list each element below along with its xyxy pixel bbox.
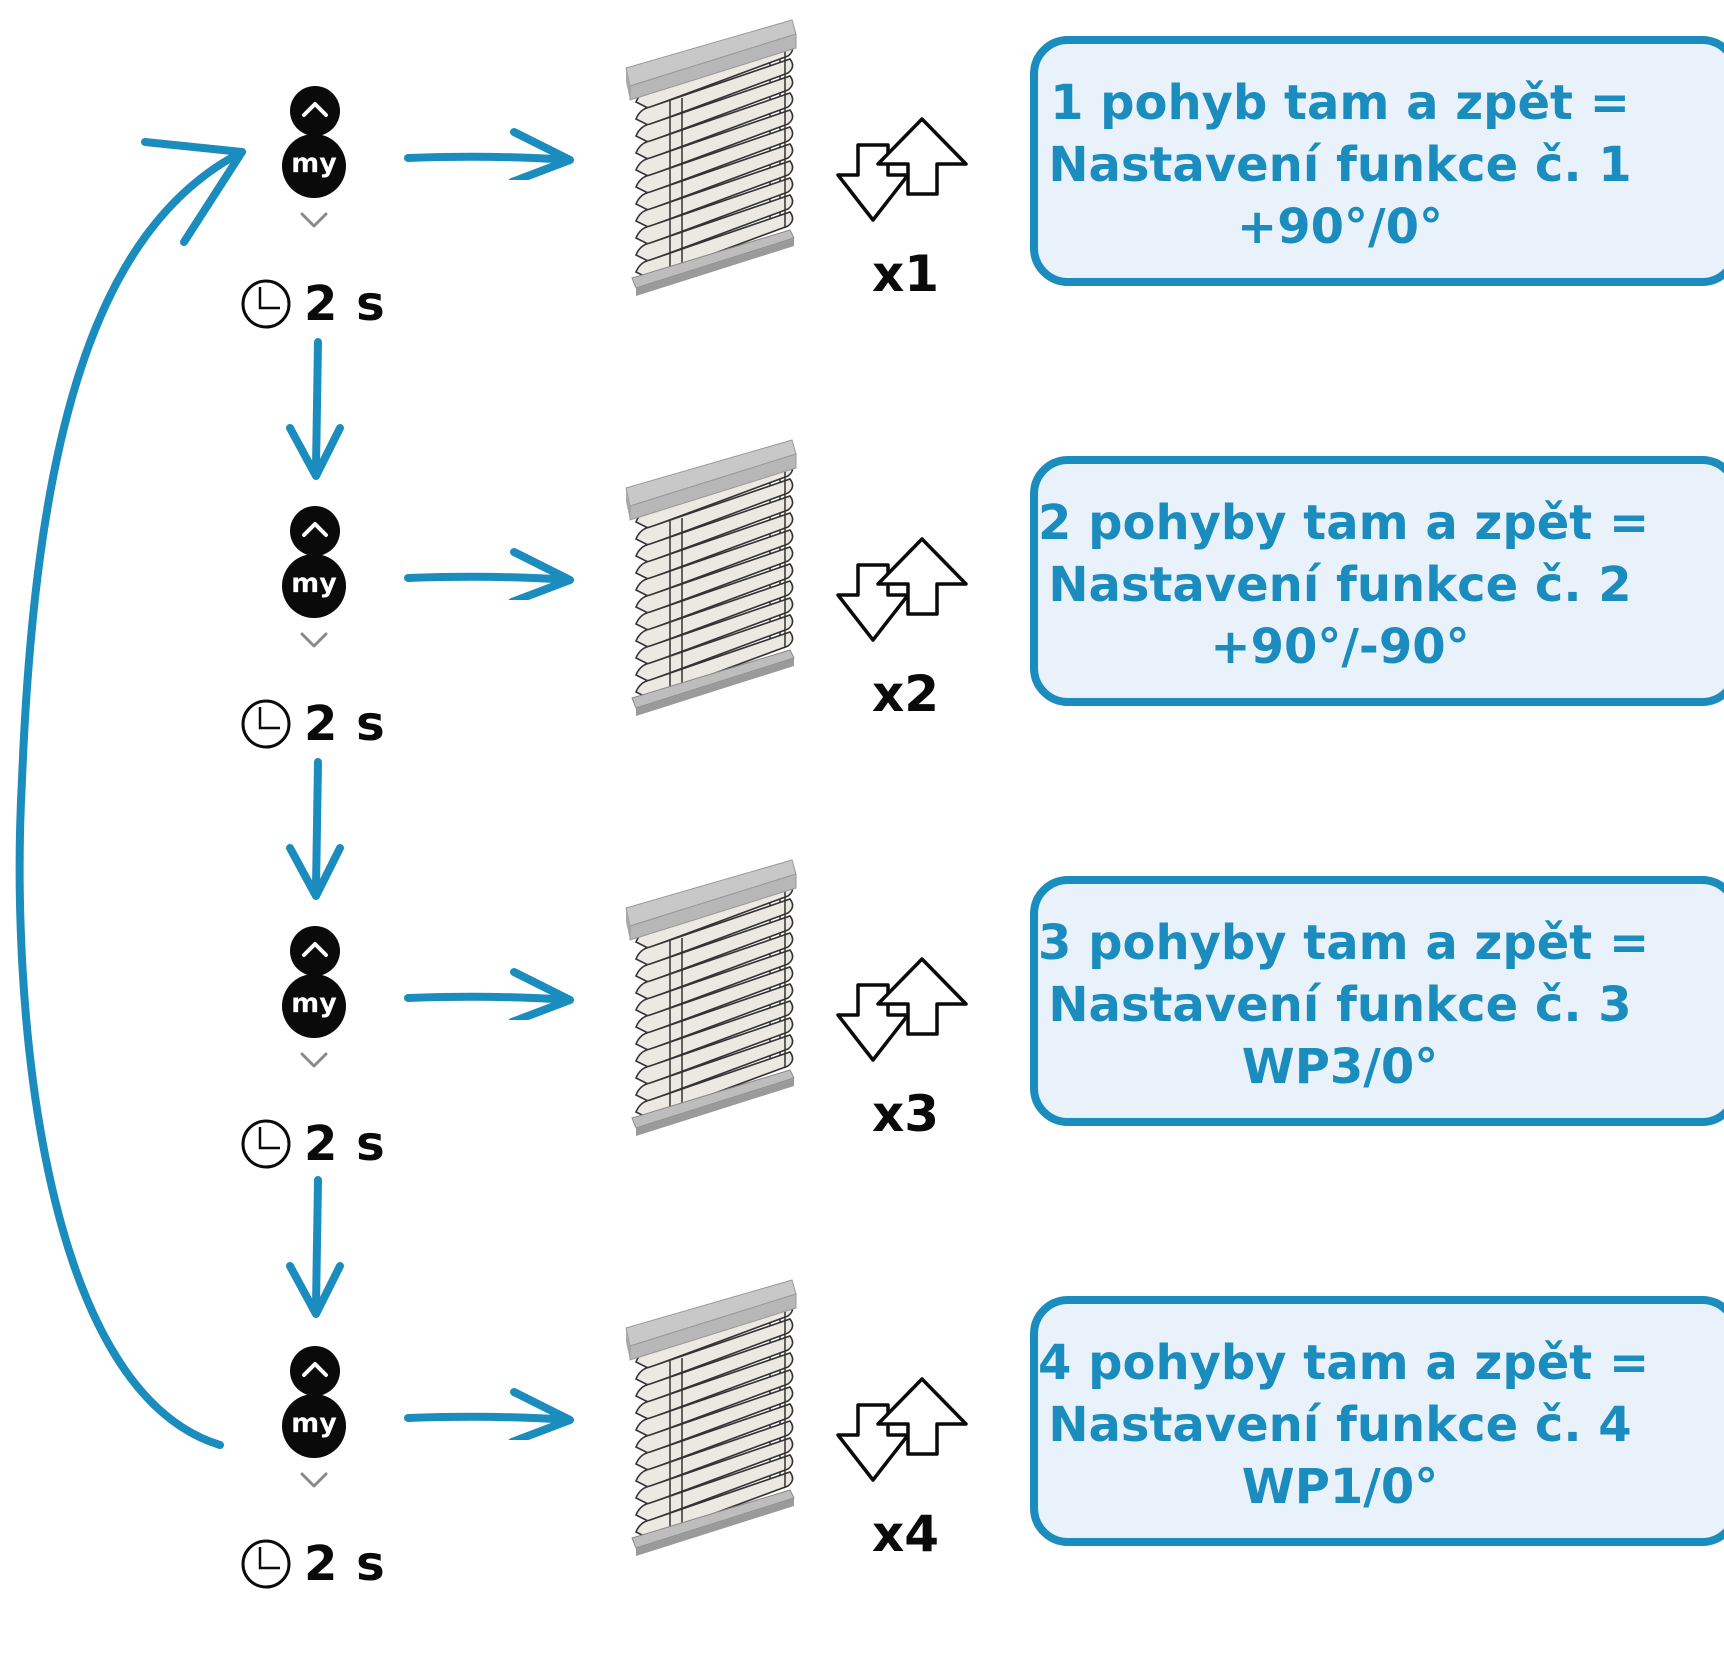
clock-icon	[241, 279, 291, 329]
step-1: my 2 s x1 1 pohyb tam a zpět =	[0, 0, 1724, 420]
step-4: my 2 s x4 4 pohyby tam a zpět =	[0, 1260, 1724, 1680]
clock-icon	[241, 699, 291, 749]
step-3: my 2 s x3 3 pohyby tam a zpět =	[0, 840, 1724, 1260]
card-line-1: 3 pohyby tam a zpět =	[1038, 915, 1650, 971]
step-arrow-2	[286, 758, 344, 900]
up-down-arrows-icon	[836, 537, 968, 642]
down-button[interactable]	[298, 1048, 330, 1072]
card-line-1: 1 pohyb tam a zpět =	[1050, 75, 1630, 131]
function-card: 3 pohyby tam a zpět = Nastavení funkce č…	[1030, 876, 1724, 1126]
loop-back-arrow	[15, 148, 246, 1449]
chevron-down-icon	[300, 1472, 328, 1488]
chevron-up-icon	[302, 1362, 328, 1377]
repeat-count: x1	[872, 245, 940, 303]
my-button[interactable]: my	[282, 974, 346, 1038]
down-button[interactable]	[298, 208, 330, 232]
up-button[interactable]	[290, 1346, 340, 1396]
my-button[interactable]: my	[282, 554, 346, 618]
venetian-blind-icon	[625, 439, 797, 716]
chevron-up-icon	[302, 942, 328, 957]
venetian-blind-icon	[625, 1279, 797, 1556]
card-line-3: WP3/0°	[1241, 1039, 1439, 1095]
card-line-2: Nastavení funkce č. 4	[1048, 1397, 1632, 1453]
chevron-up-icon	[302, 102, 328, 117]
card-line-3: WP1/0°	[1241, 1459, 1439, 1515]
repeat-count: x4	[872, 1505, 940, 1563]
right-arrow	[404, 128, 574, 180]
timer: 2 s	[240, 1114, 386, 1174]
down-button[interactable]	[298, 1468, 330, 1492]
chevron-up-icon	[302, 522, 328, 537]
chevron-down-icon	[300, 1052, 328, 1068]
down-button[interactable]	[298, 628, 330, 652]
step-2: my 2 s x2 2 pohyby tam a zpět =	[0, 420, 1724, 840]
timer-label: 2 s	[304, 696, 386, 752]
card-line-2: Nastavení funkce č. 3	[1048, 977, 1632, 1033]
repeat-count: x3	[872, 1085, 940, 1143]
up-button[interactable]	[290, 506, 340, 556]
card-line-1: 2 pohyby tam a zpět =	[1038, 495, 1650, 551]
card-line-1: 4 pohyby tam a zpět =	[1038, 1335, 1650, 1391]
up-button[interactable]	[290, 86, 340, 136]
chevron-down-icon	[300, 212, 328, 228]
repeat-count: x2	[872, 665, 940, 723]
up-button[interactable]	[290, 926, 340, 976]
function-card: 4 pohyby tam a zpět = Nastavení funkce č…	[1030, 1296, 1724, 1546]
right-arrow	[404, 968, 574, 1020]
venetian-blind-icon	[625, 859, 797, 1136]
clock-icon	[241, 1539, 291, 1589]
my-button[interactable]: my	[282, 134, 346, 198]
up-down-arrows-icon	[836, 957, 968, 1062]
venetian-blind-icon	[625, 19, 797, 296]
function-card: 1 pohyb tam a zpět = Nastavení funkce č.…	[1030, 36, 1724, 286]
right-arrow	[404, 548, 574, 600]
card-line-2: Nastavení funkce č. 2	[1048, 557, 1632, 613]
chevron-down-icon	[300, 632, 328, 648]
up-down-arrows-icon	[836, 117, 968, 222]
right-arrow	[404, 1388, 574, 1440]
timer: 2 s	[240, 274, 386, 334]
function-card: 2 pohyby tam a zpět = Nastavení funkce č…	[1030, 456, 1724, 706]
timer: 2 s	[240, 1534, 386, 1594]
timer-label: 2 s	[304, 276, 386, 332]
up-down-arrows-icon	[836, 1377, 968, 1482]
card-line-3: +90°/0°	[1237, 199, 1443, 255]
card-line-3: +90°/-90°	[1210, 619, 1470, 675]
step-arrow-3	[286, 1176, 344, 1318]
timer: 2 s	[240, 694, 386, 754]
step-arrow-1	[286, 338, 344, 480]
timer-label: 2 s	[304, 1536, 386, 1592]
timer-label: 2 s	[304, 1116, 386, 1172]
clock-icon	[241, 1119, 291, 1169]
loop-back-arrow-head	[141, 138, 246, 246]
my-button[interactable]: my	[282, 1394, 346, 1458]
card-line-2: Nastavení funkce č. 1	[1048, 137, 1632, 193]
flow-arrows	[15, 138, 344, 1449]
